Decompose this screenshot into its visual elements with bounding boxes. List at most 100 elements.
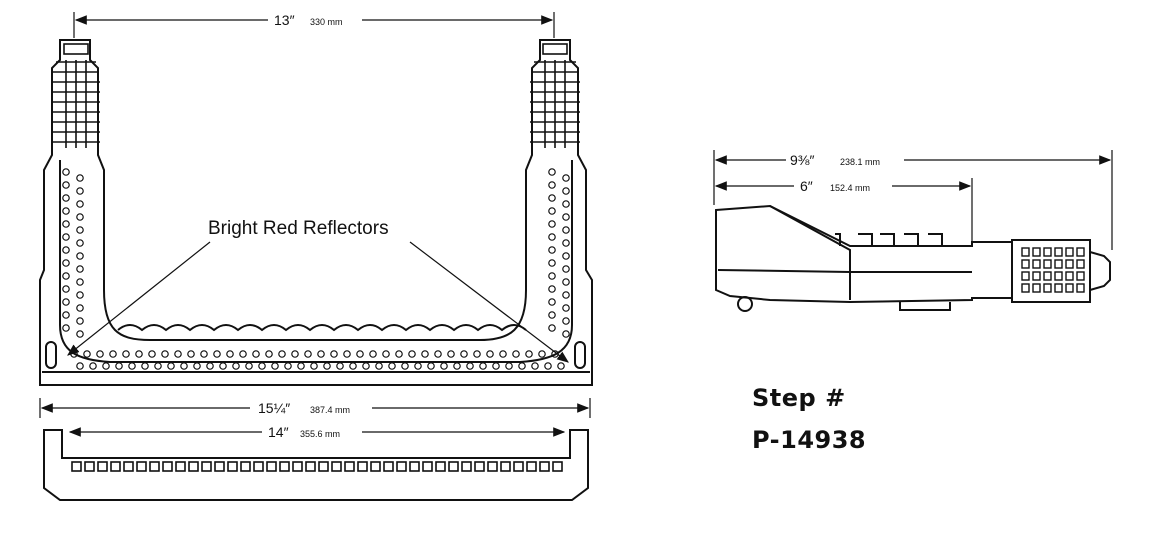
- tread-hole: [421, 350, 429, 358]
- tread-hole: [548, 272, 556, 280]
- thread-cell: [1054, 283, 1063, 293]
- tread-hole: [291, 350, 299, 358]
- tread-hole: [466, 362, 474, 370]
- tread-tooth: [123, 461, 134, 472]
- tread-hole: [317, 350, 325, 358]
- thread-cell: [1054, 259, 1063, 269]
- tread-hole: [548, 259, 556, 267]
- tread-holes: [62, 168, 570, 370]
- tread-hole: [180, 362, 188, 370]
- tread-tooth: [383, 461, 394, 472]
- tread-hole: [548, 181, 556, 189]
- tread-hole: [486, 350, 494, 358]
- tread-tooth: [71, 461, 82, 472]
- tread-tooth: [318, 461, 329, 472]
- tread-tooth: [97, 461, 108, 472]
- tread-hole: [76, 226, 84, 234]
- tread-hole: [505, 362, 513, 370]
- tread-hole: [245, 362, 253, 370]
- side-length-metric: 238.1 mm: [840, 157, 880, 167]
- tread-hole: [492, 362, 500, 370]
- inner-width-metric: 355.6 mm: [300, 429, 340, 439]
- thread-cell: [1043, 247, 1052, 257]
- tread-hole: [135, 350, 143, 358]
- tread-hole: [562, 226, 570, 234]
- tread-hole: [562, 330, 570, 338]
- tread-hole: [232, 362, 240, 370]
- tread-hole: [219, 362, 227, 370]
- dim-side-length: 9⅜″ 238.1 mm: [713, 150, 1113, 250]
- tread-hole: [548, 285, 556, 293]
- tread-hole: [382, 350, 390, 358]
- tread-hole: [548, 311, 556, 319]
- bottom-view: [43, 429, 589, 501]
- tread-hole: [548, 207, 556, 215]
- tread-hole: [557, 362, 565, 370]
- tread-hole: [187, 350, 195, 358]
- tread-hole: [548, 233, 556, 241]
- tread-tooth: [331, 461, 342, 472]
- tread-hole: [343, 350, 351, 358]
- side-inner-imperial: 6″: [800, 178, 813, 194]
- tread-hole: [562, 187, 570, 195]
- tread-hole: [562, 291, 570, 299]
- tread-hole: [62, 272, 70, 280]
- tread-hole: [62, 233, 70, 241]
- tread-tooth: [435, 461, 446, 472]
- tread-hole: [76, 362, 84, 370]
- tread-hole: [239, 350, 247, 358]
- tread-hole: [304, 350, 312, 358]
- tread-tooth: [461, 461, 472, 472]
- tread-tooth: [396, 461, 407, 472]
- tread-hole: [323, 362, 331, 370]
- tread-tooth: [357, 461, 368, 472]
- reflector-callout: Bright Red Reflectors: [67, 218, 569, 363]
- tread-hole: [284, 362, 292, 370]
- tread-hole: [544, 362, 552, 370]
- tread-hole: [453, 362, 461, 370]
- tread-hole: [548, 298, 556, 306]
- tread-hole: [434, 350, 442, 358]
- tread-hole: [538, 350, 546, 358]
- thread-cell: [1076, 271, 1085, 281]
- tread-hole: [76, 239, 84, 247]
- tread-tooth: [422, 461, 433, 472]
- tread-hole: [531, 362, 539, 370]
- tread-tooth: [305, 461, 316, 472]
- right-reflector: [574, 341, 586, 369]
- tread-tooth: [526, 461, 537, 472]
- top-width-imperial: 13″: [274, 12, 295, 28]
- tread-hole: [154, 362, 162, 370]
- tread-hole: [62, 220, 70, 228]
- part-number: P-14938: [752, 426, 867, 454]
- thread-cell: [1043, 259, 1052, 269]
- tread-tooth: [474, 461, 485, 472]
- tread-tooth: [266, 461, 277, 472]
- tread-hole: [193, 362, 201, 370]
- tread-hole: [562, 252, 570, 260]
- tread-tooth: [500, 461, 511, 472]
- tread-hole: [89, 362, 97, 370]
- tread-hole: [226, 350, 234, 358]
- tread-tooth: [149, 461, 160, 472]
- tread-hole: [499, 350, 507, 358]
- tread-hole: [278, 350, 286, 358]
- tread-tooth: [188, 461, 199, 472]
- tread-hole: [548, 246, 556, 254]
- dim-inner-width: 14″ 355.6 mm: [68, 424, 566, 440]
- tread-tooth: [552, 461, 563, 472]
- tread-hole: [271, 362, 279, 370]
- tread-hole: [356, 350, 364, 358]
- thread-cell: [1054, 247, 1063, 257]
- tread-hole: [76, 278, 84, 286]
- tread-hole: [148, 350, 156, 358]
- tread-hole: [62, 324, 70, 332]
- tread-hole: [548, 220, 556, 228]
- tread-hole: [362, 362, 370, 370]
- tread-hole: [297, 362, 305, 370]
- tread-hole: [76, 174, 84, 182]
- tread-tooth: [539, 461, 550, 472]
- side-length-imperial: 9⅜″: [790, 152, 814, 168]
- thread-cell: [1032, 259, 1041, 269]
